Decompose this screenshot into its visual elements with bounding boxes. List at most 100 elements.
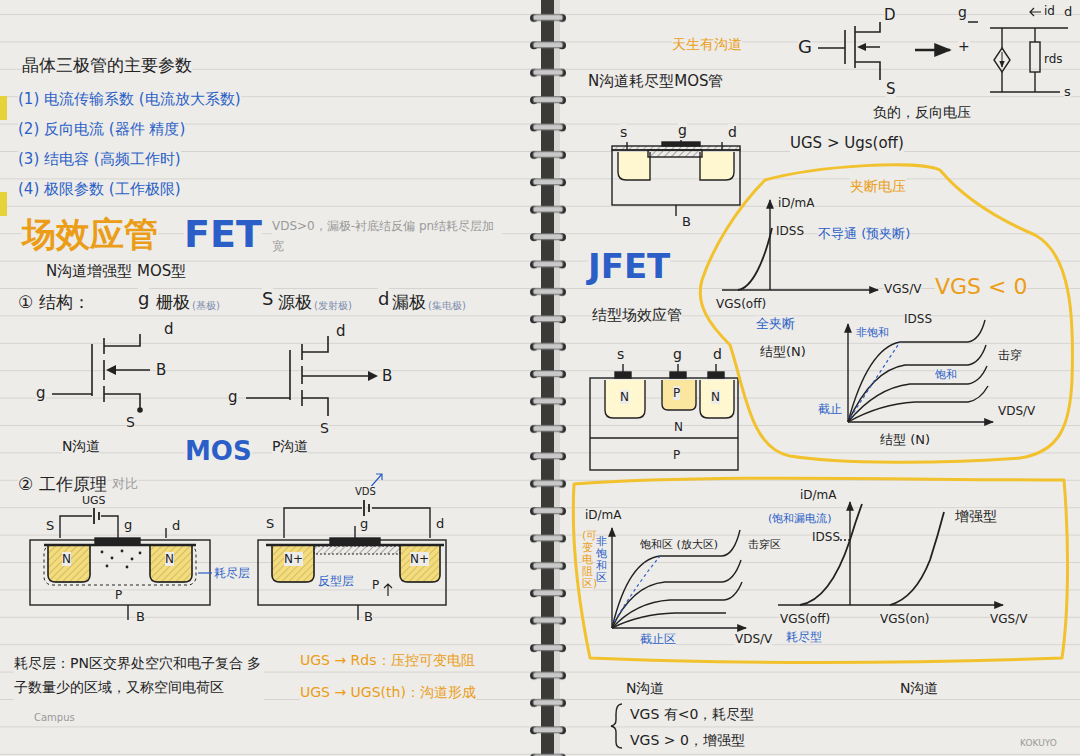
region-text: 击穿	[998, 348, 1022, 362]
region-text: 耗尽型	[786, 630, 822, 644]
note-text: d	[336, 322, 346, 340]
region-text: 结型(N)	[760, 344, 806, 360]
note-text: 耗尽层：PN区交界处空穴和电子复合 多子数量少的区域，又称空间电荷区	[14, 652, 264, 700]
small-signal-model	[968, 8, 1068, 92]
note-text: UGS > Ugs(off)	[790, 134, 904, 152]
note-text: g	[138, 288, 149, 310]
note-text: 天生有沟道	[672, 36, 742, 53]
note-text: N沟道耗尽型MOS管	[588, 72, 724, 90]
note-text: UGS	[82, 494, 106, 507]
ruled-lines	[0, 0, 541, 756]
note-text: VGS 有<0，耗尽型	[630, 706, 754, 723]
note-text: S	[262, 288, 273, 310]
note-text: P	[372, 578, 379, 592]
note-text: B	[364, 609, 373, 625]
note-text: N+	[284, 552, 303, 566]
note-text: 结型场效应管	[592, 306, 682, 324]
note-text: (集电极)	[428, 300, 466, 312]
note-text: FET	[184, 212, 262, 258]
note-text: N沟道	[62, 438, 100, 455]
region-text: VDS/V	[735, 632, 772, 646]
note-text: N	[674, 420, 683, 434]
region-text: 饱和区 (放大区)	[640, 538, 718, 551]
jfet-cross-section	[590, 364, 738, 470]
note-text: B	[382, 367, 392, 385]
note-text: 负的，反向电压	[873, 104, 971, 121]
note-text: B	[682, 214, 691, 230]
note-text: 源极	[278, 292, 312, 312]
note-text: N+	[410, 552, 429, 566]
sticky-tab	[0, 192, 7, 216]
note-text: (4) 极限参数 (工作极限)	[18, 180, 181, 198]
region-text: (可变电阻区)	[582, 530, 593, 590]
note-text: (2) 反向电流 (器件 精度)	[18, 120, 185, 138]
region-text: 非饱和区	[596, 536, 607, 584]
note-text: S	[46, 518, 54, 534]
brace	[611, 704, 622, 748]
highlight-stroke	[700, 165, 1072, 462]
left-page	[0, 0, 541, 756]
note-text: (3) 结电容 (高频工作时)	[18, 150, 181, 168]
region-text: iD/mA	[585, 508, 622, 522]
depletion-mos-cross-section	[612, 140, 740, 216]
note-text: VGS > 0，增强型	[630, 732, 745, 749]
note-text: VDS	[355, 486, 376, 498]
region-text: IDSS	[776, 224, 804, 238]
note-text: B	[156, 361, 166, 379]
output-curve-nmos	[612, 528, 746, 628]
note-text: s	[620, 124, 627, 141]
note-text: JFET	[588, 246, 670, 287]
mos-cross-section-2	[258, 474, 446, 620]
note-text: 栅极	[156, 292, 190, 312]
note-text: S	[886, 80, 896, 98]
highlight-stroke	[573, 478, 1067, 662]
note-text: 耗尽层	[214, 566, 250, 580]
note-text: N沟道增强型 MOS型	[46, 262, 186, 280]
note-text: g	[228, 388, 238, 406]
region-text: 击穿区	[748, 538, 781, 551]
note-text: 漏极	[392, 292, 426, 312]
note-text: P沟道	[272, 438, 308, 455]
region-text: iD/mA	[800, 488, 837, 502]
note-text: id	[1044, 4, 1055, 18]
note-text: 对比	[112, 476, 138, 492]
note-text: P	[673, 448, 680, 462]
transfer-curve-jfet	[722, 200, 878, 290]
note-text: Campus	[34, 712, 75, 724]
note-text: P	[673, 386, 680, 400]
highlight-outline	[690, 160, 1078, 470]
note-text: d	[172, 518, 180, 534]
spiral-binding	[528, 0, 568, 756]
region-text: 截止区	[640, 632, 676, 646]
note-text: 反型层	[318, 574, 354, 588]
note-text: ① 结构：	[18, 292, 90, 312]
note-text: g	[673, 346, 682, 363]
region-text: (饱和漏电流)	[768, 512, 832, 525]
note-text: g	[678, 122, 687, 139]
region-text: VGS < 0	[935, 274, 1027, 300]
region-text: 饱和	[935, 368, 957, 381]
note-text: s	[617, 346, 624, 363]
mos-symbol-n	[52, 334, 150, 412]
note-text: g	[360, 516, 368, 532]
note-text: (1) 电流传输系数 (电流放大系数)	[18, 90, 241, 108]
note-text: g	[36, 384, 46, 402]
note-text: D	[884, 6, 896, 24]
note-text: N	[62, 552, 71, 566]
note-text: VDS>0，漏极-衬底结反偏 pn结耗尽层加宽	[272, 216, 502, 257]
note-text: s	[1064, 84, 1071, 100]
note-text: ② 工作原理	[18, 474, 107, 494]
region-text: VGS(off)	[780, 612, 830, 626]
note-text: g	[958, 4, 967, 21]
region-text: 全夹断	[756, 316, 795, 332]
note-text: 晶体三极管的主要参数	[22, 55, 192, 75]
note-text: d	[378, 288, 389, 310]
region-text: iD/mA	[778, 196, 815, 210]
region-text: IDSS	[904, 312, 932, 326]
region-text: VGS(on)	[880, 612, 929, 626]
note-text: UGS → UGS(th)：沟道形成	[300, 684, 476, 701]
region-text: VGS/V	[884, 282, 921, 296]
note-text: UGS → Rds：压控可变电阻	[300, 652, 475, 669]
region-text: 结型 (N)	[880, 432, 930, 448]
